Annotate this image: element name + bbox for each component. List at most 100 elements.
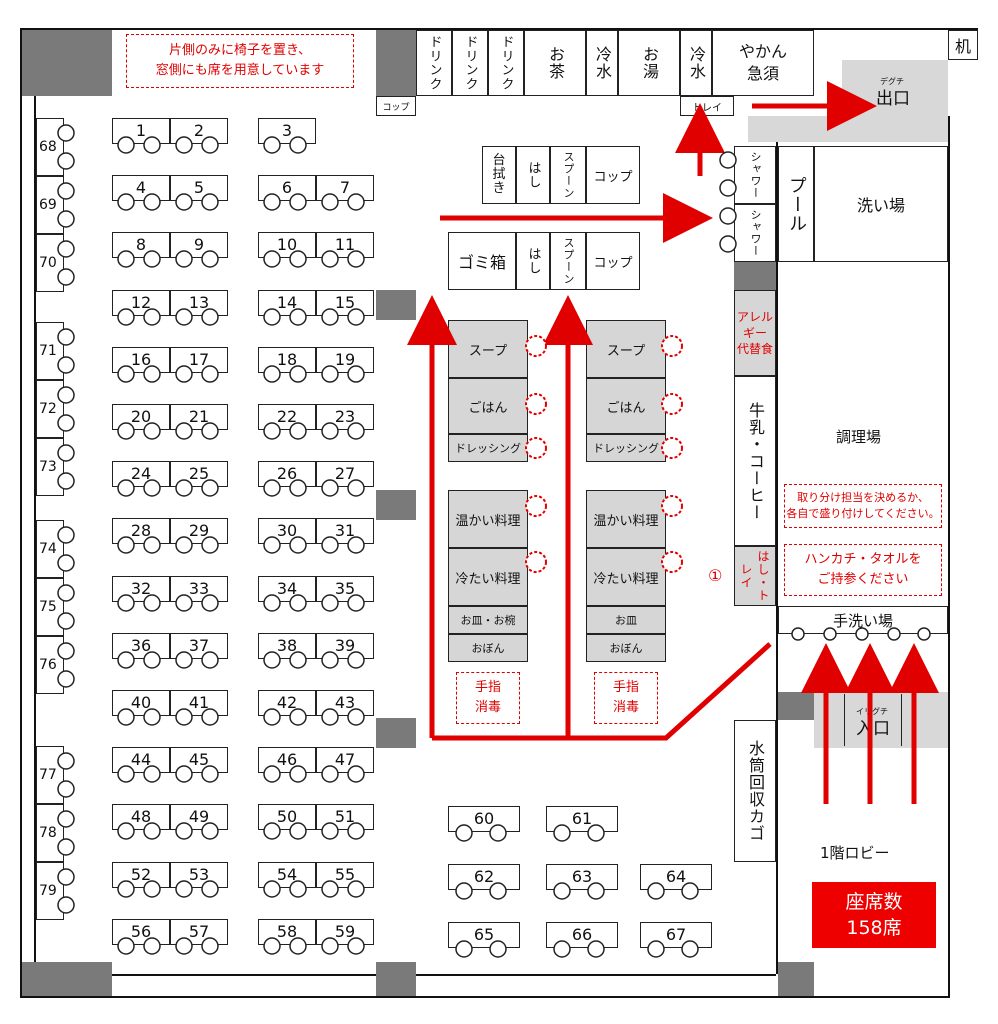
hand-wash-tap-2 xyxy=(823,627,837,641)
serving-point-5 xyxy=(525,551,547,573)
entrance-label: 入口 xyxy=(856,719,890,739)
chair-60-b xyxy=(489,824,507,842)
chair-48-b xyxy=(143,822,161,840)
window-table-74: 74 xyxy=(36,520,64,578)
line1-plate: お皿・お椀 xyxy=(448,606,528,634)
table-37: 37 xyxy=(170,633,228,659)
chair-62-b xyxy=(489,882,507,900)
shower-1: シャワー xyxy=(734,146,776,204)
chair-26-b xyxy=(289,479,307,497)
cup-tray-top: コップ xyxy=(376,96,416,116)
chair-41-a xyxy=(175,708,193,726)
hand-wash-tap-3 xyxy=(855,627,869,641)
pillar-43 xyxy=(376,718,416,748)
chairs xyxy=(57,124,931,958)
chair-6-a xyxy=(263,193,281,211)
wall-bottom xyxy=(20,996,950,998)
window-chair-69-b xyxy=(57,210,75,228)
chair-10-b xyxy=(289,250,307,268)
chair-49-a xyxy=(175,822,193,840)
chair-35-a xyxy=(321,594,339,612)
chair-12-a xyxy=(117,308,135,326)
chair-23-b xyxy=(347,422,365,440)
chair-54-b xyxy=(289,880,307,898)
route-arrows xyxy=(407,81,939,804)
cold-water-counter-2: 冷水 xyxy=(680,30,712,96)
chair-57-b xyxy=(201,937,219,955)
chair-34-b xyxy=(289,594,307,612)
wall-top xyxy=(20,28,978,30)
inner-wall-left xyxy=(34,96,36,962)
window-chair-68-a xyxy=(57,124,75,142)
chair-13-b xyxy=(201,308,219,326)
table-42: 42 xyxy=(258,690,316,716)
chair-41-b xyxy=(201,708,219,726)
chair-2-b xyxy=(201,136,219,154)
chair-63-b xyxy=(587,882,605,900)
chair-59-b xyxy=(347,937,365,955)
route-bottom xyxy=(432,642,772,741)
line2-tray: おぼん xyxy=(586,634,666,662)
pillar-allergy xyxy=(734,262,776,290)
lobby-label: 1階ロビー xyxy=(820,844,890,862)
pillar-top-mid xyxy=(376,30,416,96)
chair-30-a xyxy=(263,536,281,554)
shower-chair-1 xyxy=(719,151,737,169)
window-chair-68-b xyxy=(57,152,75,170)
chair-55-b xyxy=(347,880,365,898)
chair-37-b xyxy=(201,651,219,669)
chair-38-a xyxy=(263,651,281,669)
chair-36-b xyxy=(143,651,161,669)
pillar-bottom-mid xyxy=(376,962,416,996)
chopsticks-tray: はし・トレイ xyxy=(734,546,776,606)
chair-47-a xyxy=(321,765,339,783)
chair-1-a xyxy=(117,136,135,154)
chair-53-a xyxy=(175,880,193,898)
window-chair-70-a xyxy=(57,240,75,258)
shower-chair-3 xyxy=(719,207,737,225)
chair-15-a xyxy=(321,308,339,326)
chair-27-a xyxy=(321,479,339,497)
chair-15-b xyxy=(347,308,365,326)
table-31: 31 xyxy=(316,518,374,544)
chair-44-a xyxy=(117,765,135,783)
pillar-entrance xyxy=(778,692,814,720)
chair-17-b xyxy=(201,365,219,383)
window-chair-76-a xyxy=(57,642,75,660)
chair-65-b xyxy=(489,940,507,958)
chair-45-b xyxy=(201,765,219,783)
line2-soup: スープ xyxy=(586,320,666,378)
line1-hot: 温かい料理 xyxy=(448,490,528,548)
chair-25-b xyxy=(201,479,219,497)
notice-chairs: 片側のみに椅子を置き、 窓側にも席を用意しています xyxy=(126,34,354,88)
hot-water-counter: お湯 xyxy=(618,30,680,96)
chair-61-b xyxy=(587,824,605,842)
chair-43-b xyxy=(347,708,365,726)
chair-48-a xyxy=(117,822,135,840)
chair-9-b xyxy=(201,250,219,268)
chair-46-a xyxy=(263,765,281,783)
kettle-counter: やかん 急須 xyxy=(712,30,814,96)
chair-24-b xyxy=(143,479,161,497)
hand-wash-tap-4 xyxy=(887,627,901,641)
window-chair-75-a xyxy=(57,584,75,602)
chair-42-a xyxy=(263,708,281,726)
window-chair-77-b xyxy=(57,780,75,798)
wipe-cloth: 台拭き xyxy=(482,146,516,204)
chair-4-a xyxy=(117,193,135,211)
chair-16-a xyxy=(117,365,135,383)
chair-4-b xyxy=(143,193,161,211)
chair-18-b xyxy=(289,365,307,383)
serving-point-7 xyxy=(661,393,683,415)
table-32: 32 xyxy=(112,576,170,602)
chair-40-b xyxy=(143,708,161,726)
chair-14-a xyxy=(263,308,281,326)
shower-2: シャワー xyxy=(734,204,776,262)
table-13: 13 xyxy=(170,290,228,316)
chair-61-a xyxy=(553,824,571,842)
serving-point-9 xyxy=(661,495,683,517)
marker-one: ① xyxy=(708,566,723,585)
window-chair-76-b xyxy=(57,670,75,688)
notice-serve: 取り分け担当を決めるか、 各自で盛り付けしてください。 xyxy=(784,484,942,528)
chair-51-a xyxy=(321,822,339,840)
